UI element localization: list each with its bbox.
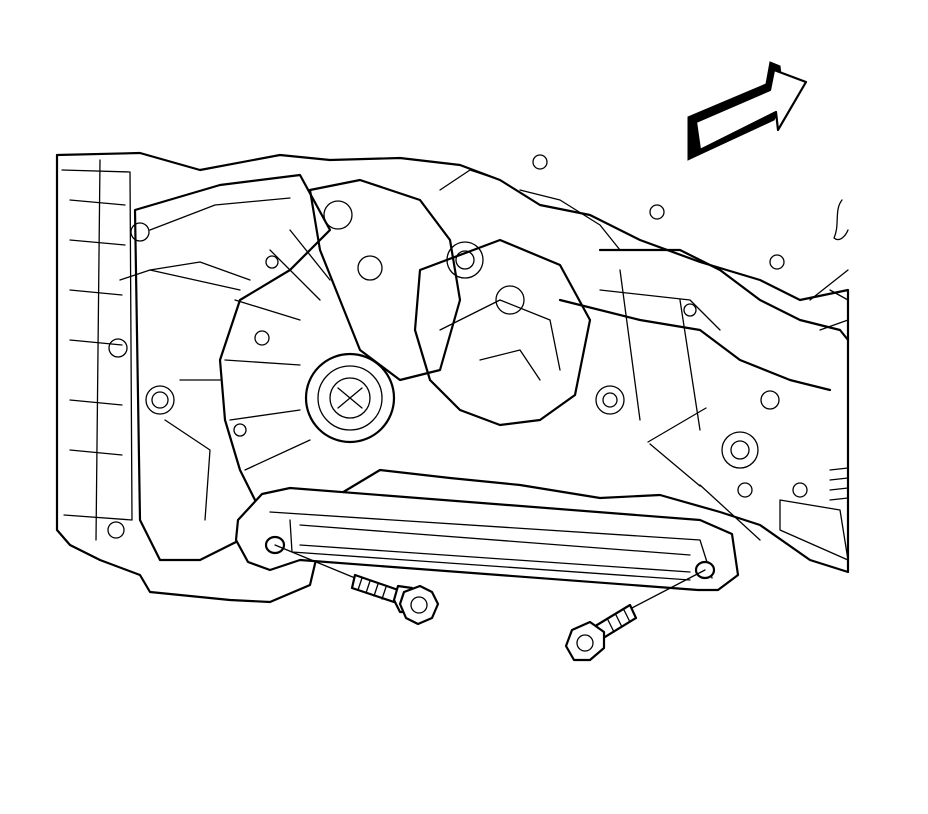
bolt-icon [274, 544, 440, 626]
bolt-icon [564, 569, 706, 662]
transmission-housing [55, 151, 850, 604]
bolt-head-marks [532, 154, 849, 270]
front-direction-arrow-icon [687, 61, 808, 161]
